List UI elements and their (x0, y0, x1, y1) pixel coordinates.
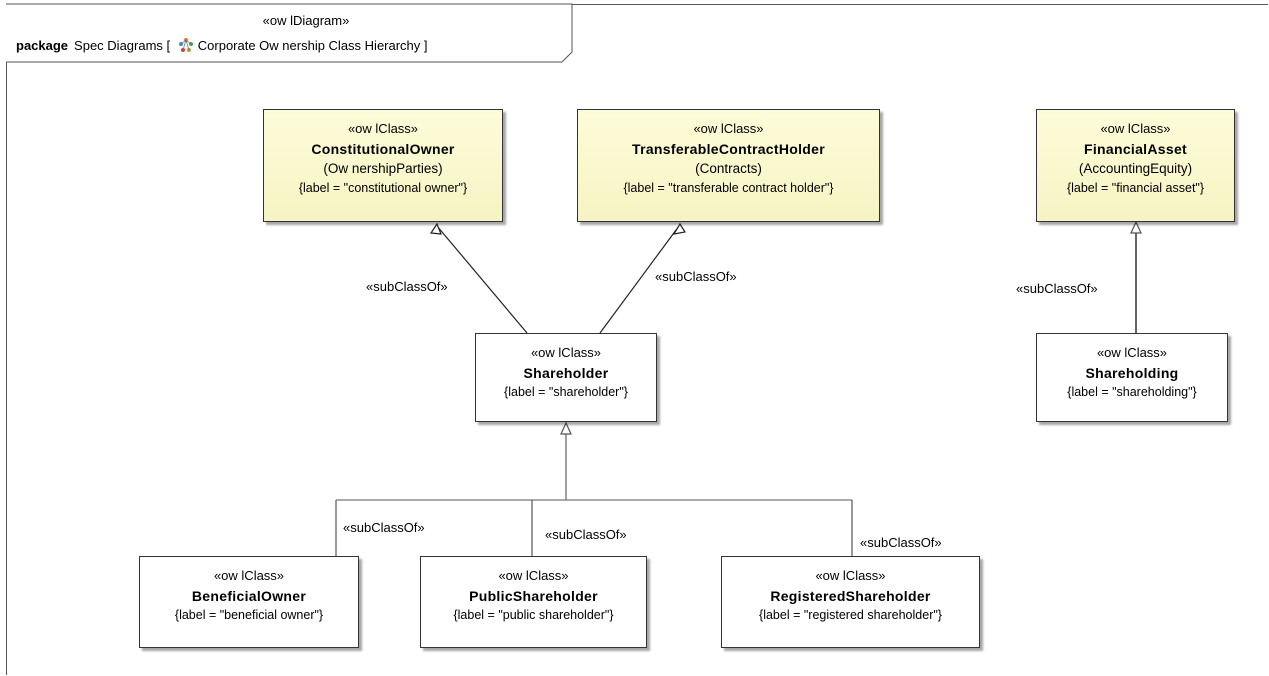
diagram-header-tab (6, 3, 573, 63)
class-stereotype: «ow lClass» (530, 345, 602, 360)
class-shareholding[interactable]: «ow lClass» Shareholding {label = "share… (1036, 333, 1228, 422)
class-name: Shareholder (523, 364, 609, 381)
arrowhead-transferable (672, 222, 686, 235)
package-keyword: package (16, 38, 69, 53)
diagram-frame-border (6, 4, 1268, 675)
class-financial-asset[interactable]: «ow lClass» FinancialAsset (AccountingEq… (1036, 109, 1235, 222)
edge-label-beneficial: «subClassOf» (343, 520, 425, 535)
class-transferable-contract-holder[interactable]: «ow lClass» TransferableContractHolder (… (577, 109, 880, 222)
class-shareholder[interactable]: «ow lClass» Shareholder {label = "shareh… (475, 333, 657, 422)
diagram-header: «ow lDiagram» package Spec Diagrams [ Cor… (6, 4, 578, 62)
class-stereotype: «ow lClass» (1096, 345, 1168, 360)
class-name: PublicShareholder (469, 587, 598, 604)
class-stereotype: «ow lClass» (498, 568, 569, 583)
class-constitutional-owner[interactable]: «ow lClass» ConstitutionalOwner (Ow ners… (263, 109, 503, 222)
class-beneficial-owner[interactable]: «ow lClass» BeneficialOwner {label = "be… (139, 556, 359, 648)
class-namespace: (AccountingEquity) (1078, 161, 1193, 177)
edge-label-financial: «subClassOf» (1016, 281, 1098, 296)
class-name: Shareholding (1085, 364, 1179, 381)
class-label: {label = "public shareholder"} (453, 608, 614, 623)
class-stereotype: «ow lClass» (213, 568, 285, 583)
diagram-name: Corporate Ow nership Class Hierarchy (197, 38, 421, 53)
class-label: {label = "registered shareholder"} (759, 608, 942, 623)
package-name: Spec Diagrams [ (74, 38, 171, 53)
class-label: {label = "transferable contract holder"} (623, 180, 834, 195)
arrowhead-shareholder (560, 421, 572, 435)
class-label: {label = "shareholding"} (1067, 385, 1197, 400)
class-name: ConstitutionalOwner (311, 140, 455, 157)
diagram-stereotype: «ow lDiagram» (262, 13, 350, 28)
edge-label-registered: «subClassOf» (860, 535, 942, 550)
class-name: FinancialAsset (1083, 140, 1187, 157)
edge-label-public: «subClassOf» (545, 527, 627, 542)
diagram-type-icon (178, 37, 194, 53)
edge-label-transferable: «subClassOf» (655, 269, 737, 284)
diagram-title-line: package Spec Diagrams [ Corporate Ow ners… (16, 37, 428, 53)
class-label: {label = "financial asset"} (1066, 180, 1205, 195)
class-label: {label = "beneficial owner"} (174, 608, 324, 623)
class-stereotype: «ow lClass» (815, 568, 886, 583)
class-label: {label = "constitutional owner"} (298, 180, 468, 195)
diagram-title-close: ] (423, 38, 428, 53)
class-namespace: (Contracts) (695, 161, 762, 177)
class-stereotype: «ow lClass» (347, 121, 419, 136)
arrowhead-constitutional (429, 222, 442, 235)
arrowhead-financial (1130, 220, 1142, 234)
class-stereotype: «ow lClass» (1100, 121, 1171, 136)
class-name: TransferableContractHolder (632, 140, 825, 157)
edge-label-constitutional: «subClassOf» (366, 279, 448, 294)
edge-shareholder-transferable (599, 225, 680, 334)
edge-shareholder-constitutional (436, 225, 528, 334)
class-registered-shareholder[interactable]: «ow lClass» RegisteredShareholder {label… (721, 556, 980, 648)
class-label: {label = "shareholder"} (504, 385, 628, 400)
class-namespace: (Ow nershipParties) (323, 161, 443, 177)
class-name: BeneficialOwner (191, 587, 307, 604)
class-stereotype: «ow lClass» (693, 121, 764, 136)
class-name: RegisteredShareholder (770, 587, 931, 604)
class-public-shareholder[interactable]: «ow lClass» PublicShareholder {label = "… (420, 556, 647, 648)
